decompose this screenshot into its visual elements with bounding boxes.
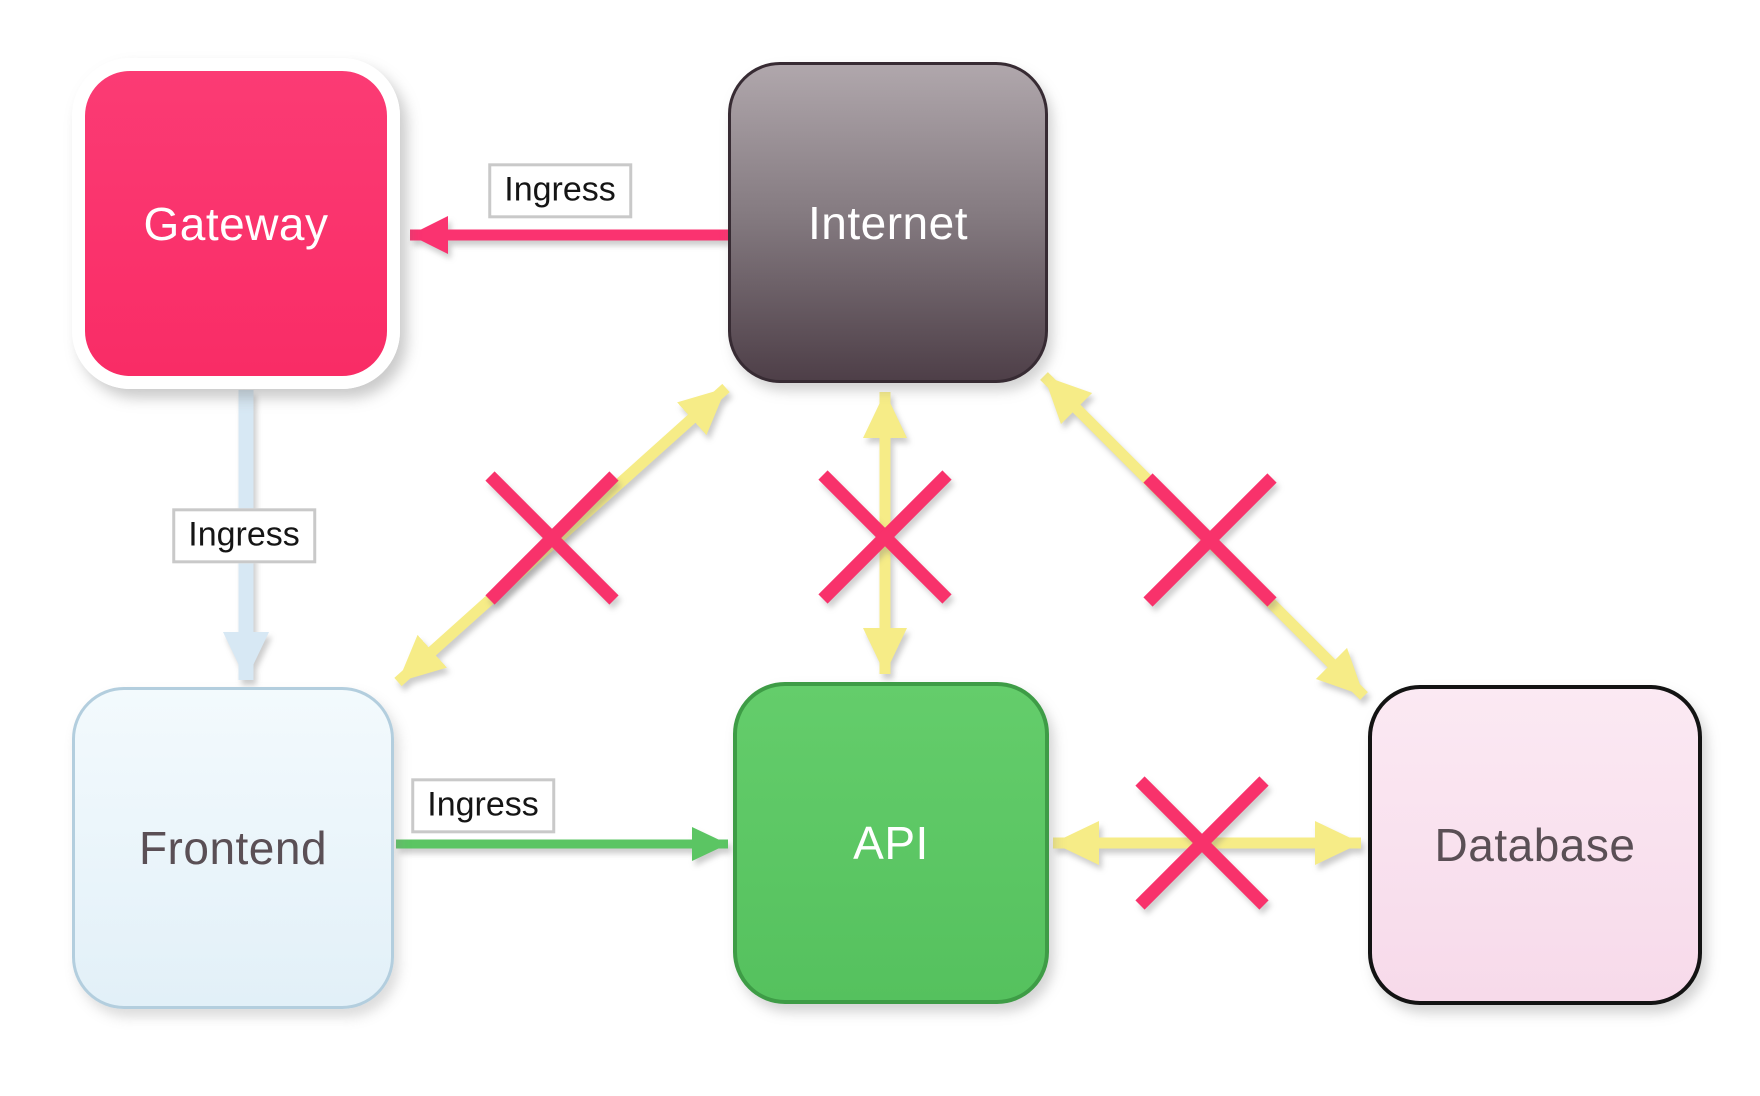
blocked-x-icon-frontend-internet [485,471,619,605]
node-api-label: API [853,817,929,869]
blocked-x-icon-internet-api [818,470,952,604]
node-database-label: Database [1434,819,1636,871]
edge-label-ingress-gateway-frontend: Ingress [172,508,316,564]
node-frontend: Frontend [72,687,394,1009]
node-gateway: Gateway [72,58,400,389]
edge-label-ingress-frontend-api: Ingress [411,778,555,834]
node-internet-label: Internet [808,196,968,249]
node-api: API [733,682,1049,1004]
blocked-x-icon-internet-database [1143,473,1277,607]
node-frontend-label: Frontend [138,822,328,874]
edge-label-ingress-internet-gateway: Ingress [488,163,632,219]
node-gateway-label: Gateway [143,197,329,250]
node-internet: Internet [728,62,1048,383]
node-database: Database [1368,685,1702,1005]
blocked-x-icon-api-database [1135,776,1269,910]
